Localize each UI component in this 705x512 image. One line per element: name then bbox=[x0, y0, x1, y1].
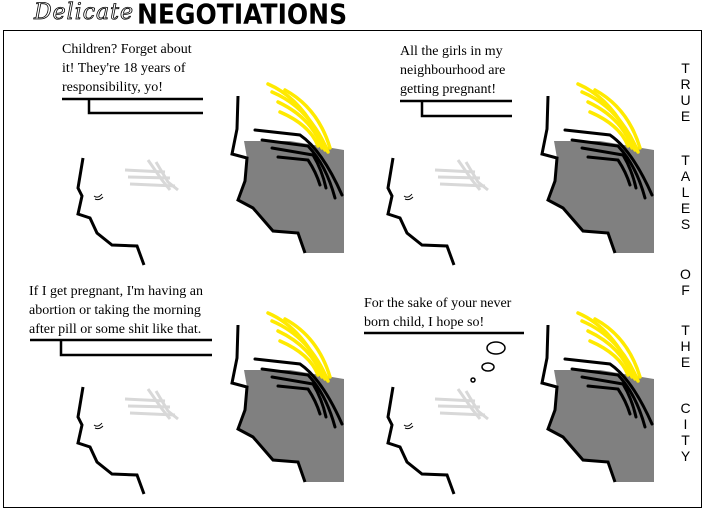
thought-bubbles bbox=[470, 341, 506, 383]
side-title-word-city: CITY bbox=[680, 400, 691, 464]
title-script: Delicate bbox=[34, 0, 135, 25]
side-title-word-tales: TALES bbox=[680, 152, 691, 232]
side-title-word-true: TRUE bbox=[680, 60, 691, 124]
speech-tail-3 bbox=[30, 338, 212, 357]
speech-tail-2 bbox=[400, 99, 512, 118]
side-title-word-of: OF bbox=[680, 266, 691, 298]
speech-panel-2: All the girls in my neighbourhood are ge… bbox=[400, 44, 506, 97]
panel-4-characters bbox=[386, 311, 656, 496]
speech-tail-1 bbox=[62, 97, 203, 115]
speech-panel-4: For the sake of your never born child, I… bbox=[364, 296, 512, 330]
speech-panel-3: If I get pregnant, I'm having an abortio… bbox=[29, 284, 203, 337]
panel-1-characters bbox=[76, 82, 346, 267]
comic-frame bbox=[3, 30, 702, 508]
panel-2-characters bbox=[386, 82, 656, 267]
side-title-word-the: THE bbox=[680, 322, 691, 370]
title-main: NEGOTIATIONS bbox=[137, 0, 348, 30]
speech-panel-1: Children? Forget about it! They're 18 ye… bbox=[62, 42, 192, 95]
